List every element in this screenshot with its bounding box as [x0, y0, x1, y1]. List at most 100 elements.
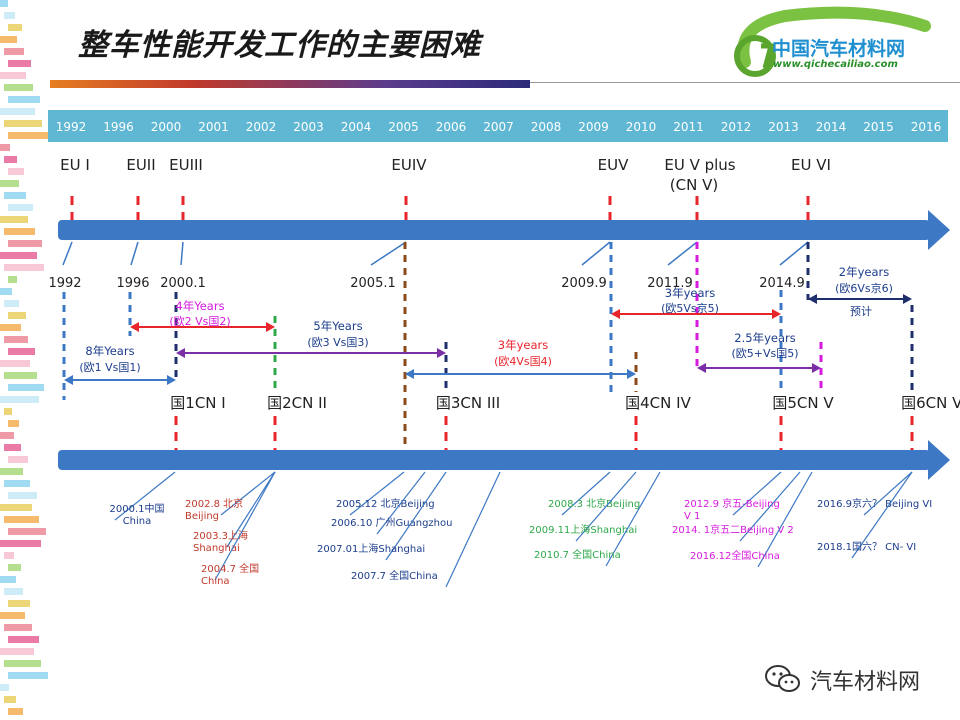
year-tick-label: 2013 [768, 120, 799, 134]
cn-event-sublabel: China [123, 516, 152, 527]
year-tick-label: 2001 [198, 120, 229, 134]
deco-stripe [8, 312, 26, 319]
deco-stripe [4, 696, 16, 703]
eu-stage-label: EUIII [169, 156, 203, 174]
year-header-band [48, 110, 948, 142]
cn-event-pointer [575, 471, 637, 542]
eu-stage-label: EU VI [791, 156, 831, 174]
cn-event-pointer [739, 471, 801, 542]
deco-stripe [8, 600, 30, 607]
cn-event-label: 2016.9京六？ Beijing VI [817, 497, 932, 510]
year-tick-label: 2009 [578, 120, 609, 134]
cn-event-label: 2005.12 北京Beijing [336, 497, 435, 510]
lag-span-years: 2年years [839, 265, 889, 279]
cn-timeline-arrow-head [928, 440, 950, 480]
cn-stage-label: 国4CN IV [625, 394, 691, 412]
cn-event-pointer [732, 471, 782, 516]
header-gradient-bar [50, 80, 530, 88]
deco-stripe [4, 300, 19, 307]
cn-stage-label: 国2CN II [267, 394, 327, 412]
deco-stripe [4, 336, 28, 343]
year-tick-label: 2012 [721, 120, 752, 134]
eu-stage-label: EUII [126, 156, 155, 174]
deco-stripe [8, 564, 21, 571]
year-tick-label: 2000 [151, 120, 182, 134]
deco-stripe [4, 480, 30, 487]
lag-span-arrow-head-right [772, 309, 781, 319]
cn-event-pointer [114, 471, 176, 521]
lag-span-arrow-head-right [437, 348, 446, 358]
deco-stripe [8, 708, 23, 715]
cn-event-sublabel: Beijing [185, 511, 219, 522]
year-tick-label: 2004 [341, 120, 372, 134]
lag-span-arrow-head-right [903, 294, 912, 304]
year-tick-label: 1992 [56, 120, 87, 134]
deco-stripe [8, 168, 24, 175]
eu-date-label: 2011.9 [647, 276, 693, 291]
lag-span-desc: (欧1 Vs国1) [79, 361, 140, 374]
eu-stage-label: EU V plus [664, 156, 735, 174]
deco-stripe [0, 612, 25, 619]
deco-stripe [0, 216, 28, 223]
cn-event-pointer [385, 471, 447, 561]
deco-stripe [8, 384, 44, 391]
cn-event-pointer [561, 471, 611, 516]
lag-span-arrow-head-right [812, 363, 821, 373]
lag-span-arrow-head-left [611, 309, 620, 319]
cn-event-pointer [605, 471, 661, 567]
cn-event-label: 2002.8 北京 [185, 497, 243, 510]
deco-stripe [4, 444, 21, 451]
deco-stripe [4, 156, 17, 163]
deco-stripe [4, 84, 33, 91]
logo-url: www.qichecailiao.com [773, 59, 898, 70]
lag-span-years: 3年years [665, 286, 715, 300]
cn-event-pointer [863, 471, 913, 516]
cn-event-label: 2018.1国六？ CN- VI [817, 541, 916, 553]
eu-date-label: 1992 [48, 276, 81, 291]
year-tick-label: 2014 [816, 120, 847, 134]
eu-stage-label: EUV [598, 156, 629, 174]
cn-event-pointer [445, 471, 501, 588]
cn-event-label: 2000.1中国 [110, 502, 165, 515]
deco-stripe [0, 396, 39, 403]
deco-stripe [0, 684, 9, 691]
deco-stripe [0, 144, 10, 151]
deco-stripe [4, 372, 37, 379]
eu-date-label: 2009.9 [561, 276, 607, 291]
logo-name: 中国汽车材料网 [772, 38, 906, 60]
deco-stripe [8, 240, 42, 247]
deco-stripe [8, 420, 19, 427]
deco-stripe [0, 432, 14, 439]
year-tick-label: 2007 [483, 120, 514, 134]
lag-span-arrow-head-left [176, 348, 185, 358]
lag-span-desc: (欧5+Vs国5) [731, 347, 798, 360]
page-title: 整车性能开发工作的主要困难 [78, 28, 481, 63]
lag-span-years: 8年Years [85, 344, 134, 358]
eu-date-label: 2014.9 [759, 276, 805, 291]
year-tick-label: 2011 [673, 120, 704, 134]
lag-span-arrow-head-left [808, 294, 817, 304]
year-tick-label: 2006 [436, 120, 467, 134]
cn-stage-label: 国5CN V [772, 394, 834, 412]
deco-stripe [8, 24, 22, 31]
cn-event-label: 2010.7 全国China [534, 548, 621, 561]
lag-span-years: 4年Years [175, 299, 224, 313]
eu-date-pointer [130, 241, 139, 266]
deco-stripe [4, 12, 15, 19]
cn-event-label: 2003.3上海 [193, 529, 248, 542]
lag-span-years: 5年Years [313, 319, 362, 333]
deco-stripe [8, 96, 40, 103]
deco-stripe [8, 204, 33, 211]
eu-stage-sublabel: (CN V) [670, 176, 718, 194]
deco-stripe [8, 636, 39, 643]
cn-event-pointer [851, 471, 913, 559]
deco-stripe [0, 360, 30, 367]
deco-stripe [0, 108, 35, 115]
lag-span-years: 3年years [498, 338, 548, 352]
eu-date-label: 2005.1 [350, 276, 396, 291]
logo-icon [734, 6, 931, 77]
cn-event-label: 2009.11上海Shanghai [529, 523, 637, 536]
cn-event-label: 2012.9 京五-Beijing [684, 497, 780, 510]
eu-stage-label: EUIV [391, 156, 427, 174]
deco-stripe [0, 0, 8, 7]
